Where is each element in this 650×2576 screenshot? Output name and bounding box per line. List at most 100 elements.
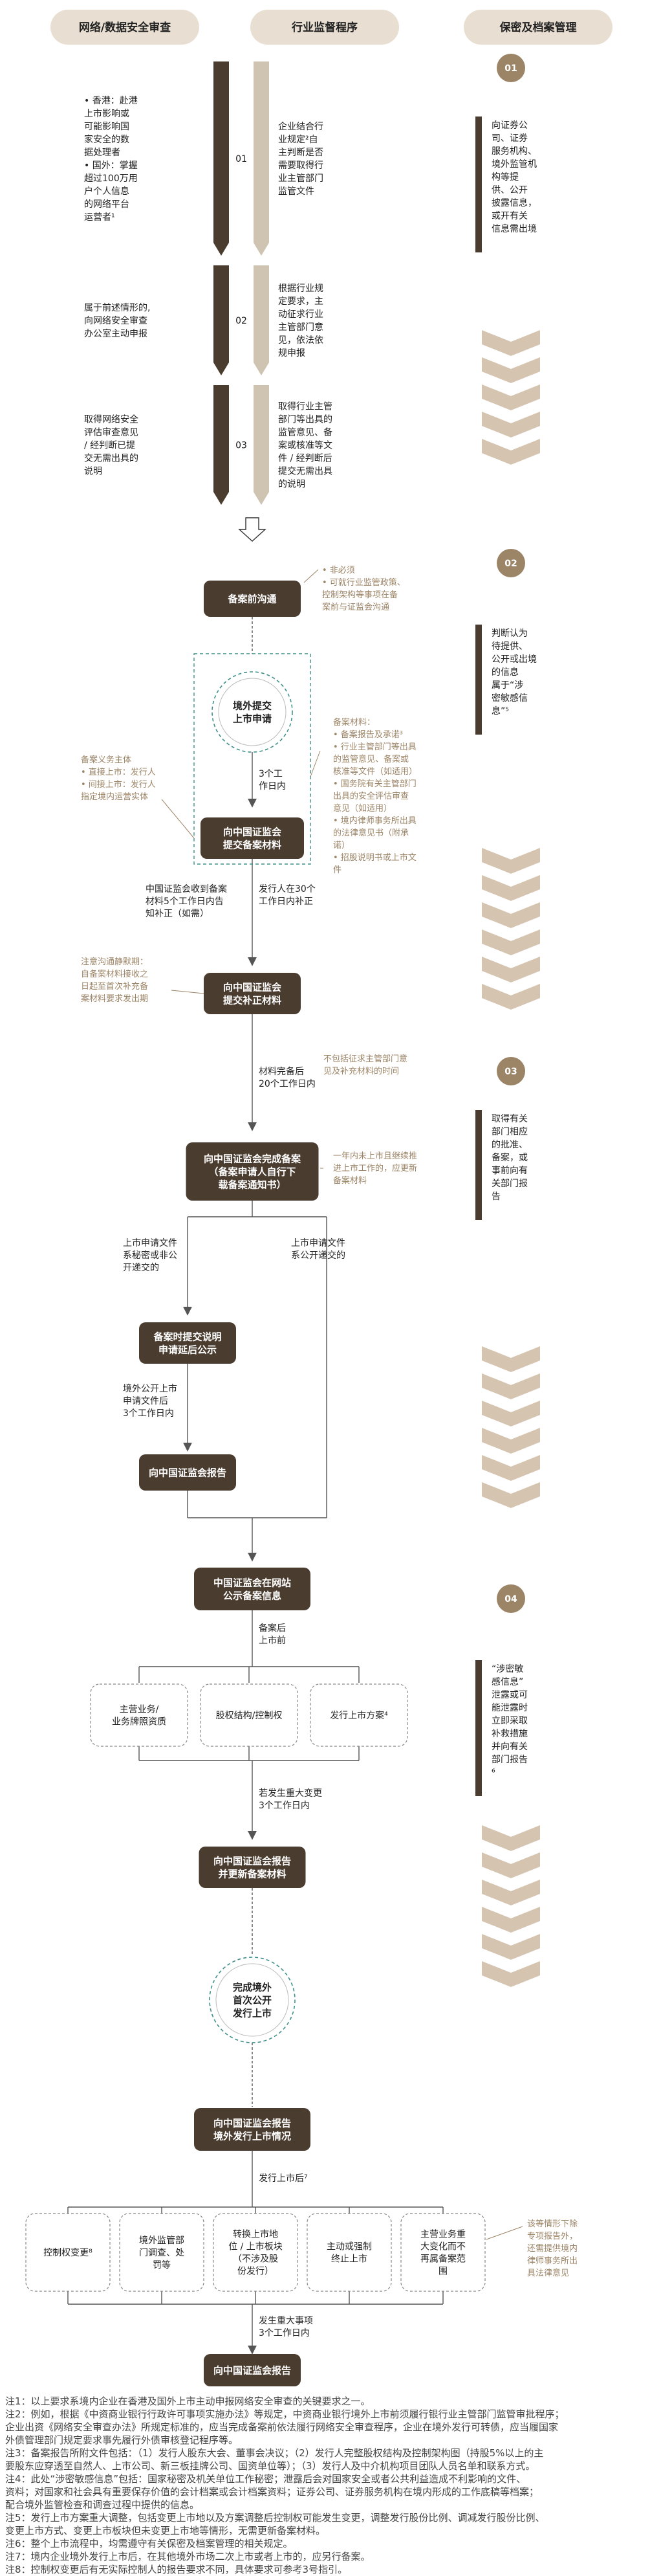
secret-submission-label: 上市申请文件系秘密或非公开递交的 [123,1238,177,1273]
step-left-text: • 香港：赴港上市影响或可能影响国家安全的数据处理者• 国外：掌握超过100万用… [84,96,138,223]
delay-publication-box [139,1322,236,1364]
chevron-arrow-icon [482,1401,540,1427]
archive-badge-3 [497,1057,525,1085]
pre-communication-note: • 非必须• 可就行业监管政策、控制架构等事项在备案前与证监会沟通 [322,566,406,612]
archive-badge-1 [497,54,525,82]
change-report-box-text: 向中国证监会报告并更新备案材料 [213,1855,291,1880]
chevron-arrow-icon [482,848,540,874]
listing-complete-circle-inner [215,1963,289,2037]
step-right-text: 根据行业规定要求，主动征求行业主管部门意见，依法依规申报 [278,283,323,359]
chevron-arrow-icon [482,1482,540,1508]
footnote-line: 变更上市方式、变更上市板块但未变更上市地等情形，无需更新备案材料。 [5,2525,326,2537]
chevron-arrow-icon [482,439,540,465]
connector-line [303,569,319,583]
publish-filing-box [194,1568,310,1610]
archive-bar [475,1110,482,1220]
post-listing-item-box [307,2213,392,2292]
chevron-arrow-icon [482,1455,540,1481]
archive-bar [475,625,482,735]
submit-materials-box [200,817,304,859]
change-item-box-text: 发行上市方案⁴ [330,1710,388,1721]
step-number: 01 [235,154,247,164]
step-arrow-left [213,385,229,505]
supplement-materials-box-text: 向中国证监会提交补正材料 [223,981,281,1006]
footnote-line: 注6：整个上市流程中，均需遵守有关保密及档案管理的相关规定。 [5,2538,293,2549]
filing-obligor-note: 备案义务主体• 直接上市：发行人• 间接上市：发行人指定境内运营实体 [81,755,156,802]
post-listing-item-box [213,2213,298,2292]
connector-line [310,750,321,777]
down-arrow-icon [238,517,266,542]
footnote-line: 配合境外监管检查和调查过程中提供的信息。 [5,2499,200,2511]
post-listing-item-box-text: 主动或强制终止上市 [327,2242,372,2265]
connector-line [161,799,195,839]
footnote-line: 企业出资《网络安全审查办法》所规定标准的，应当完成备案前依法履行网络安全审查程序… [5,2421,559,2433]
step-right-text: 企业结合行业规定²自主判断是否需要取得行业主管部门监管文件 [278,121,323,197]
column-header-text: 行业监督程序 [291,21,358,34]
chevron-arrow-icon [482,1825,540,1851]
step-arrow-left [213,61,229,256]
chevron-arrow-icon [482,957,540,983]
chevron-arrow-icon [482,412,540,438]
step-right-text: 取得行业主管部门等出具的监管意见、备案或核准等文件 / 经判断后提交无需出具的说… [278,401,332,490]
post-listing-item-box-text: 转换上市地位 / 上市板块（不涉及股份发行） [228,2229,283,2277]
silent-period-note: 注意沟通静默期：自备案材料接收之日起至首次补充备案材料要求发出期 [81,957,148,1004]
column-header-1 [50,10,199,45]
chevron-arrow-icon [482,1880,540,1905]
step-arrow-right [254,61,269,256]
chevron-arrow-icon [482,875,540,901]
final-report-box-text: 向中国证监会报告 [213,2364,291,2376]
archive-bar [475,1660,482,1796]
archive-bar [475,117,482,252]
footnote-line: 注4：此处“涉密敏感信息”包括：国家秘密及机关单位工作秘密；泄露后会对国家安全或… [5,2473,526,2485]
post-listing-item-box [400,2213,486,2292]
submit-listing-circle-inner [218,678,287,746]
change-item-box [310,1683,408,1747]
footnote-line: 注8：控制权变更后有无实际控制人的报告要求不同，具体要求可参考3号指引。 [5,2564,348,2575]
step-arrow-right [254,265,269,375]
submit-group-frame [193,653,311,865]
footnote-line: 注3：备案报告所附文件包括：（1）发行人股东大会、董事会决议；（2）发行人完整股… [5,2447,544,2459]
connector-line [171,990,204,994]
chevron-arrow-icon [482,1961,540,1987]
archive-badge-1-text: 01 [504,63,517,74]
chevron-arrow-icon [482,1907,540,1933]
post-listing-item-box-text: 主营业务重大变化而不再属备案范围 [420,2230,466,2277]
filing-complete-box-text: 向中国证监会完成备案（备案申请人自行下载备案通知书） [204,1153,301,1190]
change-item-box-text: 股权结构/控制权 [216,1711,283,1721]
supplement-materials-box [204,973,301,1014]
footnote-line: 注1：以上要求系境内企业在香港及国外上市主动申报网络安全审查的关键要求之一。 [5,2395,371,2407]
archive-text: 判断认为待提供、公开或出境的信息属于“涉密敏感信息”⁵ [492,628,537,716]
chevron-arrow-icon [482,1428,540,1454]
footnote-line: 注5：发行上市方案重大调整，包括变更上市地以及方案调整后控制权可能发生变更，调整… [5,2512,545,2524]
after-filing-label: 备案后上市前 [259,1623,286,1646]
post-listing-item-box-text: 境外监管部门调查、处罚等 [139,2236,184,2271]
post-listing-item-box [119,2213,204,2292]
post-listing-item-box-text: 控制权变更⁸ [43,2248,92,2258]
connector-line [486,2226,523,2240]
footnote-line: 要股东应穿透至自然人、上市公司、新三板挂牌公司、国资单位等）；（3）发行人及中介… [5,2460,536,2472]
final-report-box [204,2354,301,2386]
chevron-arrow-icon [482,902,540,928]
step-number: 03 [235,441,247,451]
filing-materials-note: 备案材料：• 备案报告及承诺³• 行业主管部门等出具的监管意见、备案或核准等文件… [333,717,417,875]
post-listing-note: 该等情形下除专项报告外，还需提供境内律师事务所出具法律意见 [527,2219,578,2278]
excluded-time-note: 不包括征求主管部门意见及补充材料的时间 [323,1054,407,1076]
report-to-csrc-box [139,1454,236,1491]
footnote-line: 注7：境内企业境外发行上市后，在其他境外市场二次上市或者上市的，应另行备案。 [5,2551,371,2562]
archive-badge-3-text: 03 [504,1067,517,1077]
step-number: 02 [235,316,247,326]
report-to-csrc-box-text: 向中国证监会报告 [149,1467,226,1478]
csrc-receive-label: 中国证监会收到备案材料5个工作日内告知补正（如需） [146,883,227,919]
listing-report-box-text: 向中国证监会报告境外发行上市情况 [213,2117,291,2142]
three-days-label: 3个工作日内 [259,769,286,792]
chevron-arrow-icon [482,357,540,383]
pre-communication-box [204,581,301,617]
filing-complete-box [186,1142,319,1201]
archive-badge-2 [497,549,525,577]
chevron-arrow-icon [482,984,540,1010]
